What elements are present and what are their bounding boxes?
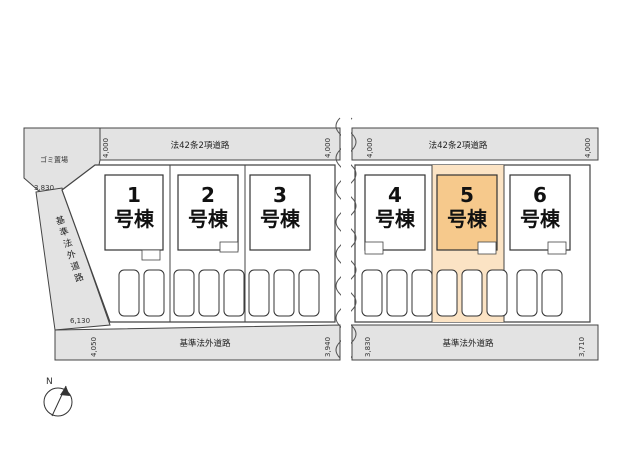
left-road-char-1: 基 [54, 213, 66, 227]
left-road-char-6: 路 [73, 270, 85, 284]
left-road-char-4: 外 [65, 248, 77, 262]
buildings [104, 174, 571, 251]
building-3-number: 3 [273, 183, 287, 207]
north-label: N [46, 377, 53, 387]
building-2 [177, 174, 239, 251]
dim-top-mid-left: 4,000 [324, 138, 332, 158]
break-gap [341, 118, 351, 368]
bottom-road-right [351, 324, 599, 361]
building-3-label: 号棟 [260, 207, 301, 231]
dim-top-left: 4,000 [102, 138, 110, 158]
left-road-char-2: 準 [58, 225, 70, 239]
building-2-label: 号棟 [188, 207, 229, 231]
dim-top-mid-right: 4,000 [366, 138, 374, 158]
dim-left-bottom: 6,130 [70, 317, 90, 325]
dim-bottom-left: 4,050 [90, 337, 98, 357]
left-road-label: 基 準 法 外 道 路 [54, 213, 85, 284]
building-4 [364, 174, 426, 251]
dim-left-corner: 3,830 [34, 184, 54, 192]
building-4-number: 4 [388, 183, 402, 207]
left-road [35, 187, 111, 331]
top-road-label-right: 法42条2項道路 [429, 140, 488, 151]
porches [141, 241, 567, 261]
building-5-label: 号棟 [447, 207, 488, 231]
dim-bottom-mid-right: 3,830 [364, 337, 372, 357]
building-6-number: 6 [533, 183, 547, 207]
building-1-label: 号棟 [114, 207, 155, 231]
top-road-label-left: 法42条2項道路 [171, 140, 230, 151]
garbage-label: ゴミ置場 [40, 155, 68, 164]
dim-bottom-mid-left: 3,940 [324, 337, 332, 357]
bottom-road-label-left: 基準法外道路 [179, 338, 231, 349]
left-road-char-5: 道 [69, 259, 81, 273]
building-3 [249, 174, 311, 251]
building-4-label: 号棟 [375, 207, 416, 231]
building-5 [436, 174, 498, 251]
bottom-road-label-right: 基準法外道路 [442, 338, 494, 349]
parking [118, 269, 563, 317]
building-1-number: 1 [127, 183, 141, 207]
bottom-road [54, 324, 341, 361]
building-1 [104, 174, 164, 251]
building-5-number: 5 [460, 183, 474, 207]
building-6-label: 号棟 [520, 207, 561, 231]
building-6 [509, 174, 571, 251]
left-road-char-3: 法 [62, 236, 74, 250]
north-arrow-icon: N [43, 377, 73, 417]
dim-bottom-right: 3,710 [578, 337, 586, 357]
building-2-number: 2 [201, 183, 215, 207]
dim-top-right: 4,000 [584, 138, 592, 158]
